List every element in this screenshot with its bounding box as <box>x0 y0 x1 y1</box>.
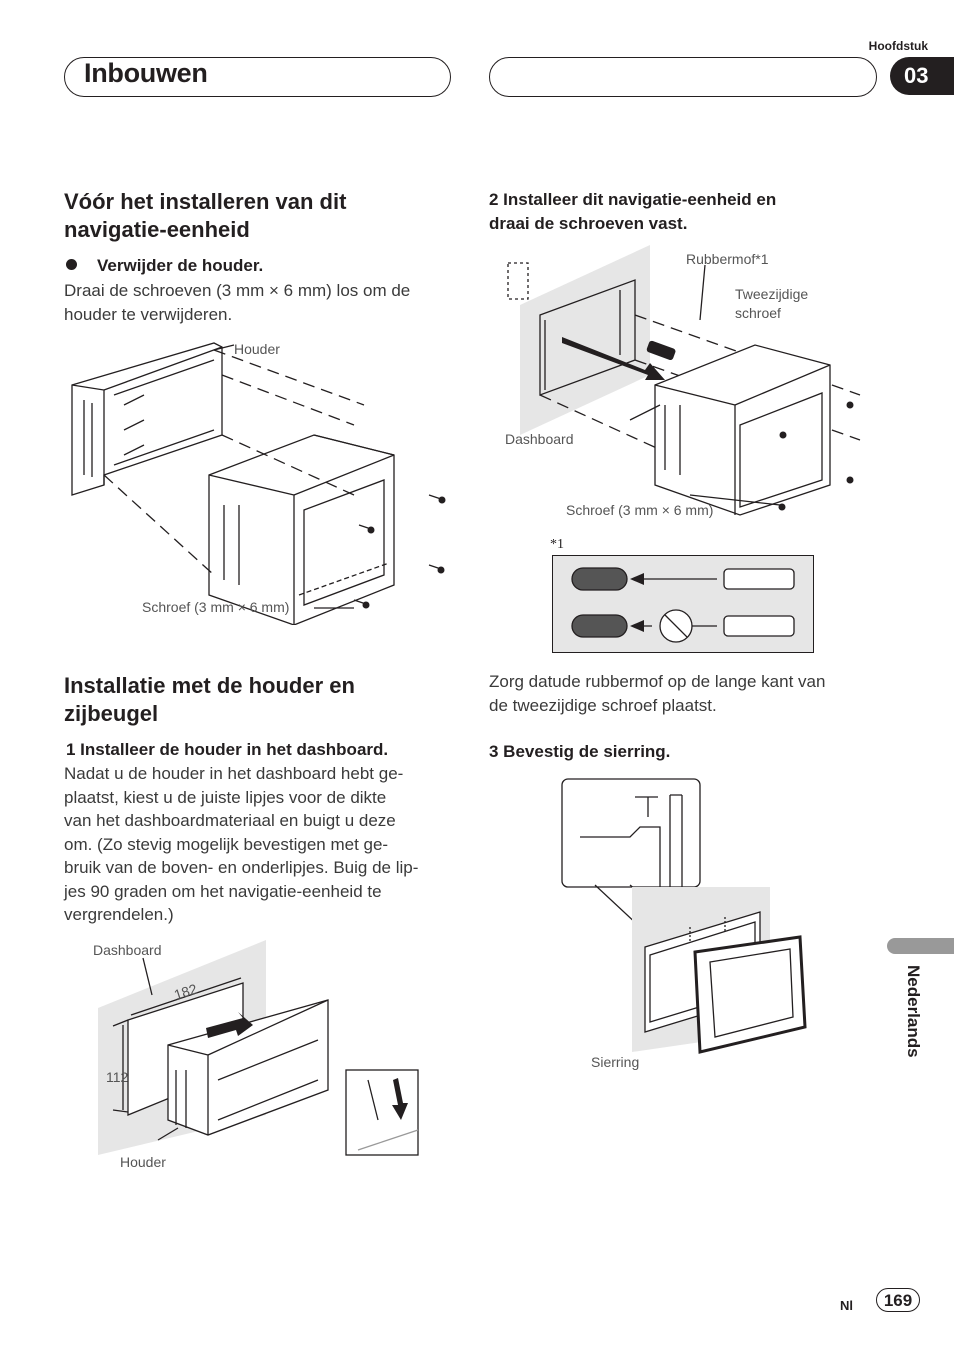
section-title-frame <box>64 57 451 97</box>
bullet-description: Draai de schroeven (3 mm × 6 mm) los om … <box>64 281 411 324</box>
bullet-remove-holder: Verwijder de houder. <box>66 256 263 276</box>
chapter-label: Hoofdstuk <box>868 39 928 53</box>
chapter-number-badge: 03 <box>890 57 954 95</box>
step2-title: 2 Installeer dit navigatie-eenheid en dr… <box>489 190 777 233</box>
figure-remove-holder: Houder Schroef (3 mm × 6 mm) <box>71 341 446 625</box>
fig2-schroef-word-label: schroef <box>735 305 781 321</box>
footnote-mark: *1 <box>550 537 564 552</box>
insert-arrow <box>562 337 665 380</box>
fig4-sierring-label: Sierring <box>591 1054 639 1070</box>
fig3-houder-label: Houder <box>120 1154 166 1170</box>
fig2-tweezijdige-label: Tweezijdige <box>735 286 808 302</box>
figure-install-holder: Dashboard 182 112 Houder <box>93 940 419 1170</box>
step1-title: 1 Installeer de houder in het dashboard. <box>66 740 389 759</box>
fig2-rubbermof-label: Rubbermof*1 <box>686 251 769 267</box>
language-label: Nederlands <box>893 965 933 1085</box>
figure-trim-ring: Sierring <box>561 778 807 1070</box>
fig2-dashboard-label: Dashboard <box>505 431 574 447</box>
step3-title: 3 Bevestig de sierring. <box>489 742 671 761</box>
fig3-height-label: 112 <box>106 1069 129 1085</box>
fig2-schroef-label: Schroef (3 mm × 6 mm) <box>566 502 713 518</box>
fig1-houder-label: Houder <box>234 341 280 357</box>
bullet-label: Verwijder de houder. <box>97 256 264 275</box>
section-title: Inbouwen <box>84 58 208 88</box>
footer-lang-code: Nl <box>840 1298 853 1313</box>
note-text: Zorg datude rubbermof op de lange kant v… <box>489 672 826 715</box>
figure-rubber-sleeve <box>552 555 814 653</box>
page-number: 169 <box>876 1288 920 1312</box>
figure-install-unit: Rubbermof*1 Tweezijdige schroef Dashboar… <box>505 245 861 518</box>
bend-arrow <box>392 1078 408 1120</box>
fig3-width-label: 182 <box>172 980 199 1003</box>
header-right-frame <box>489 57 877 97</box>
insert-arrow <box>206 1012 253 1038</box>
language-label-text: Nederlands <box>904 965 923 1058</box>
fig3-dashboard-label: Dashboard <box>93 942 162 958</box>
heading-before-installing: Vóór het installeren van dit navigatie-e… <box>64 189 347 242</box>
step1-description: Nadat u de houder in het dashboard hebt … <box>64 764 419 924</box>
bullet-dot <box>66 259 77 270</box>
fig1-schroef-label: Schroef (3 mm × 6 mm) <box>142 599 289 615</box>
heading-installation: Installatie met de houder en zijbeugel <box>64 673 355 726</box>
dashboard-panel <box>520 245 650 435</box>
language-tab <box>887 938 954 954</box>
